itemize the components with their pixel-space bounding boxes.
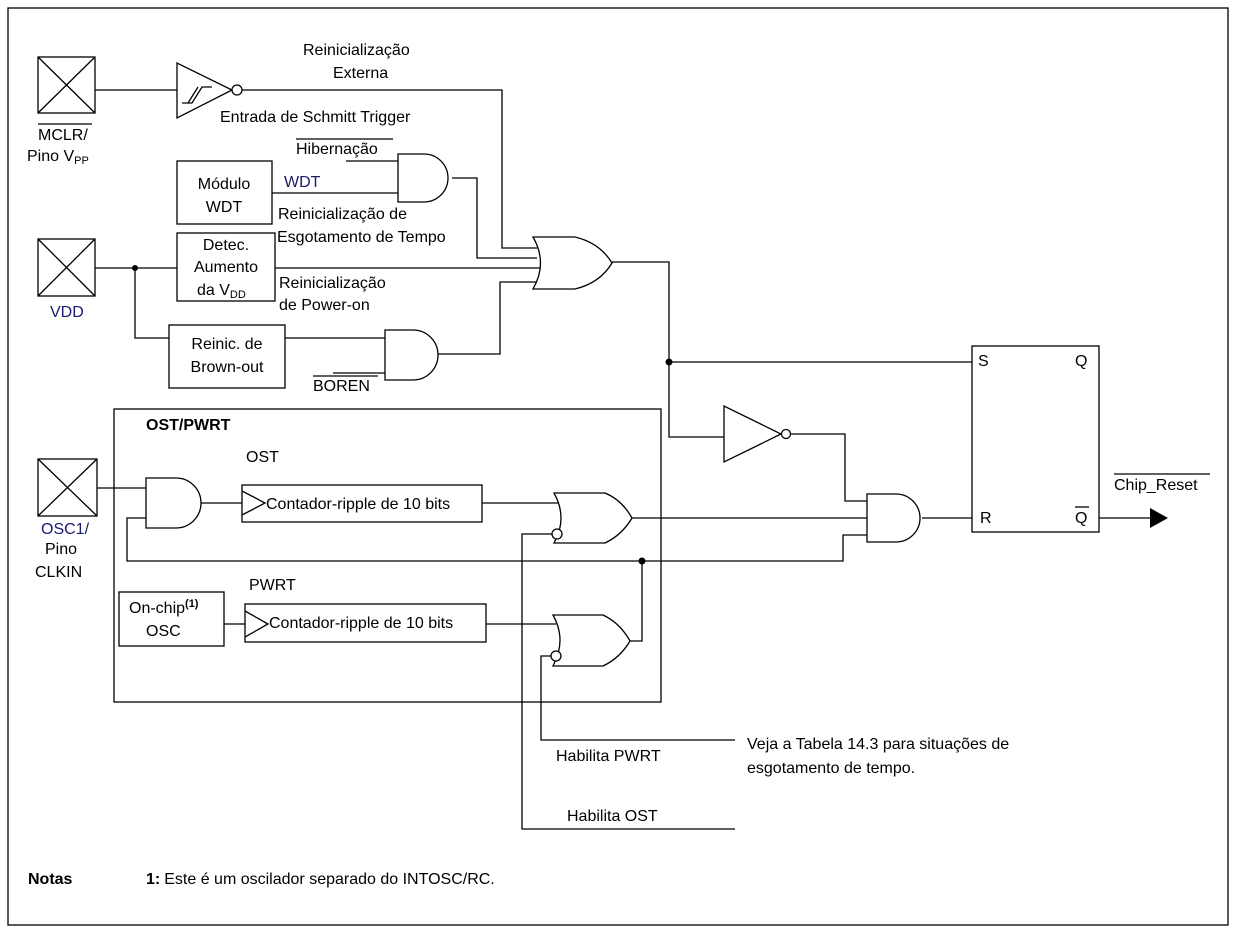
wdt-timeout-label-1: Reinicialização de <box>278 206 407 223</box>
pwrt-label: PWRT <box>249 577 296 594</box>
por-label-1: Reinicialização <box>279 275 386 292</box>
ost-counter-label: Contador-ripple de 10 bits <box>266 496 450 513</box>
schmitt-trigger-inverter <box>176 61 243 120</box>
final-and-gate <box>866 493 921 543</box>
schmitt-label: Entrada de Schmitt Trigger <box>220 109 411 126</box>
ff-r-label: R <box>980 510 992 527</box>
wdt-timeout-label-2: Esgotamento de Tempo <box>277 229 446 246</box>
vdd-pin <box>37 238 96 297</box>
wdt-module-label-1: Módulo <box>198 176 251 193</box>
ost-and-gate <box>145 477 202 529</box>
wdt-module-label-2: WDT <box>206 199 243 216</box>
ost-pwrt-title: OST/PWRT <box>146 417 231 434</box>
osc1-label-1: OSC1/ <box>41 521 90 538</box>
vdd-label: VDD <box>50 304 84 321</box>
onchip-osc-box <box>118 591 225 647</box>
ff-qbar-label: Q <box>1075 510 1087 527</box>
output-arrow-icon <box>1150 508 1168 528</box>
boren-label: BOREN <box>313 378 370 395</box>
wdt-and-gate <box>397 153 449 203</box>
habilita-ost-wire <box>521 533 735 830</box>
onchip-osc-label-1: On-chip(1) <box>129 598 199 617</box>
notes-heading: Notas <box>28 871 73 888</box>
ext-reset-wire <box>242 89 537 249</box>
wdt-signal-label: WDT <box>284 174 321 191</box>
pwrt-or-gate <box>551 614 631 667</box>
diagram-frame <box>7 7 1229 926</box>
hibernacao-label: Hibernação <box>296 141 378 158</box>
vdd-rise-label-3: da VDD <box>197 282 246 301</box>
annotation-line-2: esgotamento de tempo. <box>747 760 915 777</box>
ost-pwrt-box <box>113 408 662 703</box>
mclr-label: MCLR/ <box>38 127 88 144</box>
main-or-gate <box>531 236 613 290</box>
osc1-label-3: CLKIN <box>35 564 82 581</box>
ff-q-label: Q <box>1075 353 1087 370</box>
osc1-pin <box>37 458 98 517</box>
vdd-rise-detect-box <box>176 232 276 302</box>
vdd-rise-label-2: Aumento <box>194 259 258 276</box>
habilita-pwrt-label: Habilita PWRT <box>556 748 661 765</box>
ext-reset-label-1: Reinicialização <box>303 42 410 59</box>
note-item-1: 1:Este é um oscilador separado do INTOSC… <box>146 871 495 888</box>
habilita-pwrt-wire <box>540 655 735 741</box>
habilita-ost-label: Habilita OST <box>567 808 658 825</box>
pwrt-counter-box <box>244 603 487 643</box>
annotation-line-1: Veja a Tabela 14.3 para situações de <box>747 736 1009 753</box>
inverter-gate <box>723 404 783 464</box>
mclr-pin <box>37 56 96 114</box>
brownout-box <box>168 324 286 389</box>
ext-reset-label-2: Externa <box>333 65 388 82</box>
chip-reset-label: Chip_Reset <box>1114 477 1198 494</box>
ost-or-gate <box>552 492 633 544</box>
por-label-2: de Power-on <box>279 297 370 314</box>
onchip-osc-label-2: OSC <box>146 623 181 640</box>
junction-dot <box>665 358 673 366</box>
mclr-pin-label: Pino VPP <box>27 148 89 167</box>
brownout-label-2: Brown-out <box>191 359 264 376</box>
ff-s-label: S <box>978 353 989 370</box>
osc1-label-2: Pino <box>45 541 77 558</box>
ost-label: OST <box>246 449 279 466</box>
pwrt-counter-label: Contador-ripple de 10 bits <box>269 615 453 632</box>
sr-flipflop <box>971 345 1100 533</box>
brownout-label-1: Reinic. de <box>191 336 262 353</box>
vdd-rise-label-1: Detec. <box>203 237 249 254</box>
brownout-and-gate <box>384 329 439 381</box>
